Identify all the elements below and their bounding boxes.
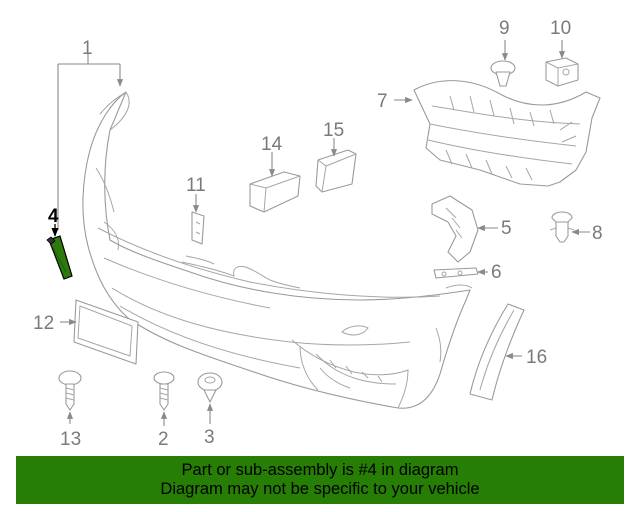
callout-16[interactable]: 16	[526, 347, 547, 368]
callout-8[interactable]: 8	[592, 223, 603, 244]
callout-13[interactable]: 13	[60, 429, 81, 450]
bracket-part-11	[191, 211, 205, 245]
banner-line-part: Part or sub-assembly is #4 in diagram	[181, 461, 459, 479]
nut-part-3	[197, 372, 223, 403]
bumper-cover	[82, 91, 473, 409]
callout-12[interactable]: 12	[33, 313, 54, 334]
callout-9[interactable]: 9	[499, 18, 510, 39]
callout-1[interactable]: 1	[82, 38, 93, 59]
callout-5[interactable]: 5	[501, 218, 512, 239]
clip-part-9	[490, 60, 516, 87]
callout-3[interactable]: 3	[204, 427, 215, 448]
side-trim-part-16	[469, 303, 525, 401]
callout-6[interactable]: 6	[491, 262, 502, 283]
bracket-part-5	[431, 195, 479, 263]
air-duct-part-15	[315, 149, 357, 193]
plate-bracket-part-12	[73, 299, 139, 365]
air-duct-part-14	[249, 171, 301, 213]
leader-lines	[51, 40, 590, 426]
bumper-carrier-part-7	[413, 80, 601, 187]
disclaimer-banner: Part or sub-assembly is #4 in diagram Di…	[16, 456, 624, 504]
screw-part-2	[153, 371, 175, 411]
callout-11[interactable]: 11	[186, 175, 206, 196]
callout-4[interactable]: 4	[48, 206, 59, 227]
clip-strip-part-6	[433, 267, 479, 279]
nut-part-10	[545, 57, 579, 87]
callout-7[interactable]: 7	[377, 91, 388, 112]
callout-14[interactable]: 14	[261, 134, 283, 155]
callout-labels: 1 2 3 4 5 6 7 8 9 10 11 12 13 14 15 16	[33, 18, 603, 450]
screw-part-13	[58, 370, 82, 411]
banner-line-disclaimer: Diagram may not be specific to your vehi…	[160, 480, 480, 498]
callout-10[interactable]: 10	[550, 18, 571, 39]
push-clip-part-8	[549, 211, 575, 243]
trim-insert-part-4	[46, 235, 73, 280]
callout-15[interactable]: 15	[323, 120, 344, 141]
callout-2[interactable]: 2	[158, 429, 169, 450]
